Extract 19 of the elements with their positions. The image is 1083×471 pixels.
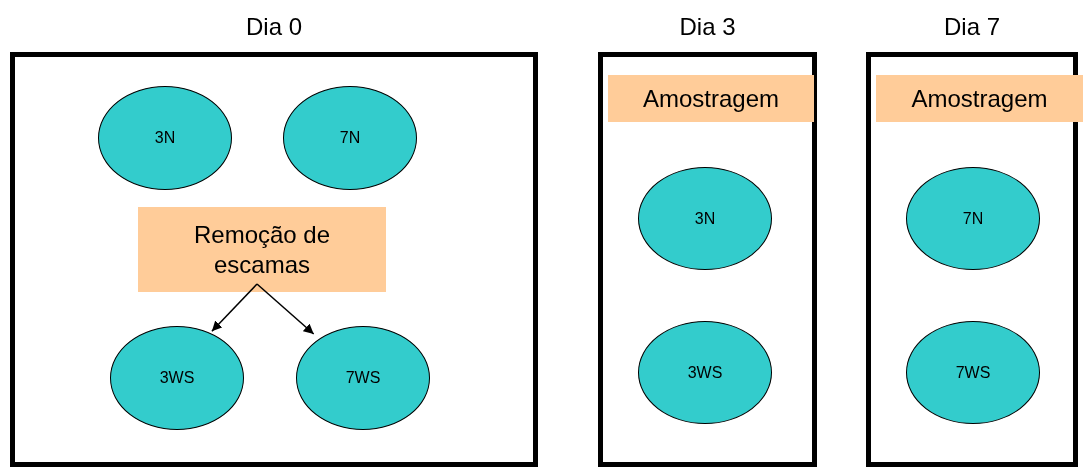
step-label: Remoção de escamas: [192, 219, 332, 280]
group-label: 3N: [154, 129, 176, 147]
group-label: 3WS: [687, 363, 723, 382]
day-heading: Dia 3: [678, 12, 737, 42]
sampling-bar: [876, 75, 1083, 122]
group-label: 3N: [694, 209, 716, 228]
process-box: [138, 207, 386, 292]
step-label: Amostragem: [642, 83, 779, 114]
group-label: 7N: [339, 129, 361, 147]
group-label: 7WS: [955, 363, 991, 382]
step-label: Amostragem: [911, 83, 1048, 114]
arrow: [211, 283, 258, 332]
group-label: 7N: [962, 209, 984, 228]
day-heading: Dia 7: [943, 12, 1001, 42]
sampling-bar: [608, 75, 814, 122]
group-label: 7WS: [345, 369, 381, 387]
day-heading: Dia 0: [245, 12, 303, 42]
arrow: [256, 283, 315, 335]
group-label: 3WS: [159, 369, 195, 387]
